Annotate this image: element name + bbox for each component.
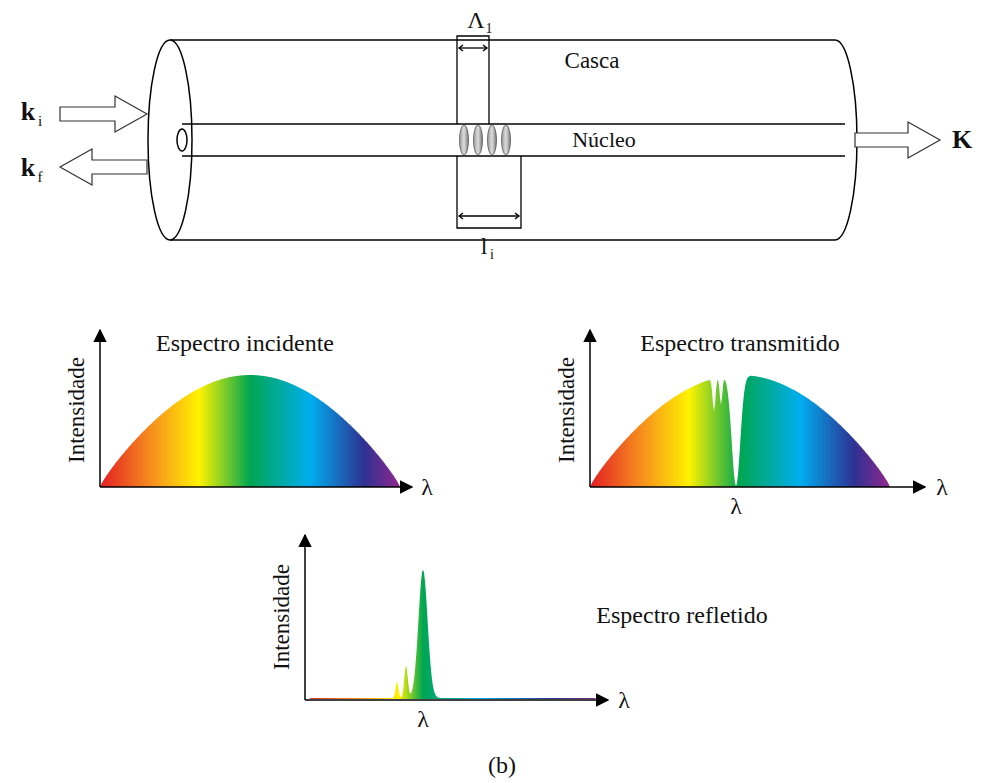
cladding-edge [170,239,835,241]
length-dimension [459,215,519,216]
subscript: 1 [486,22,493,36]
caption-letter: (b) [488,753,516,777]
axis-title: Intensidade [555,357,578,463]
reflected-arrow [60,149,147,185]
core-edge [182,155,845,157]
wave-vector: k [21,99,35,125]
axis-label: λ [730,494,742,518]
cladding-label: Casca [565,49,620,72]
chart-title: Espectro incidente [156,331,334,355]
length-frame [457,156,521,228]
grating-plane [502,125,511,155]
x-axis [100,486,412,488]
axis-title: Intensidade [270,564,293,670]
chart-title: Espectro transmitido [640,331,839,355]
axis-label: λ [421,475,433,499]
period-symbol: Λ [467,8,484,32]
axis-label: λ [618,688,630,712]
wave-vector: K [952,127,972,153]
y-axis [304,535,306,700]
period-frame [457,36,489,124]
fiber [148,40,857,240]
grating-plane [474,125,483,155]
axes [100,330,925,700]
cladding-edge [170,39,835,41]
bragg-grating [460,125,511,155]
axis-title: Intensidade [65,357,88,463]
x-axis [590,486,925,488]
axis-label: λ [417,707,429,731]
reflected-spectrum [310,570,596,699]
grating-plane [488,125,497,155]
chart-title: Espectro refletido [596,603,767,627]
incident-spectrum [100,375,400,487]
dimension-frames [457,36,521,228]
fiber-end-face [835,40,857,240]
length-symbol: l [481,234,488,258]
subscript: f [38,170,43,185]
y-axis [589,330,591,487]
incident-arrow [60,96,147,132]
subscript: i [38,114,42,129]
fiber-end-face [148,40,192,240]
y-axis [99,330,101,487]
core-end-face [177,129,187,151]
transmitted-spectrum [590,376,890,487]
transmitted-arrow [855,122,940,158]
subscript: i [490,248,494,262]
wave-vectors [60,96,940,185]
core-label: Núcleo [572,129,636,151]
period-ticks [459,45,487,51]
axis-label: λ [936,475,948,499]
grating-plane [460,125,469,155]
x-axis [305,699,608,701]
length-ticks [459,213,519,219]
wave-vector: k [21,155,35,181]
core-edge [182,123,845,125]
period-dimension [459,47,487,48]
